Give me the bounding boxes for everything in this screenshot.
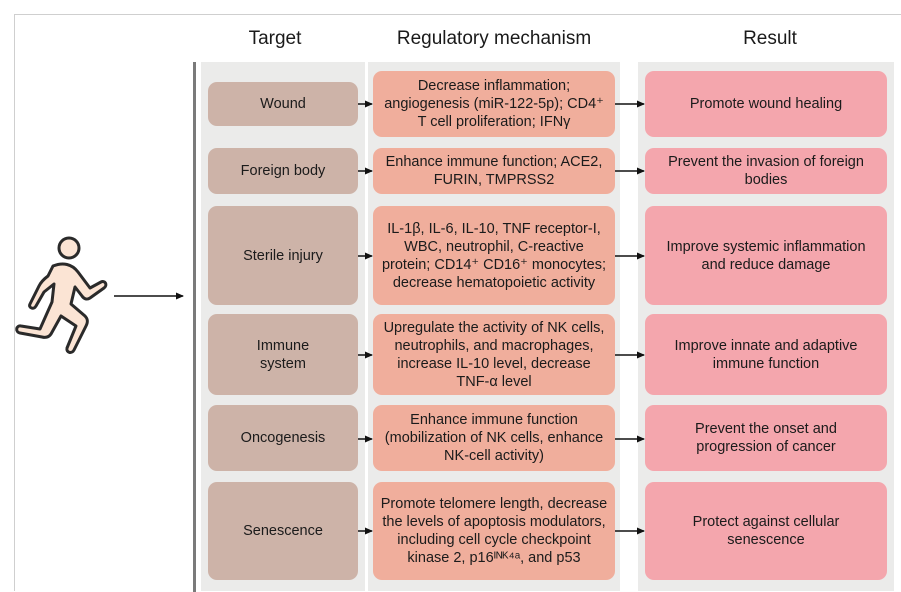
target-label: Senescence xyxy=(243,523,323,539)
mechanism-text: Promote telomere length, decrease the le… xyxy=(380,496,608,566)
mechanism-wound: Decrease inflammation; angiogenesis (miR… xyxy=(373,71,615,137)
result-text: Prevent the invasion of foreign bodies xyxy=(668,154,864,188)
bracket-line xyxy=(193,62,196,592)
result-foreign-body: Prevent the invasion of foreign bodies xyxy=(645,148,887,194)
result-text: Prevent the onset and progression of can… xyxy=(695,421,837,455)
frame-top-border xyxy=(14,14,901,15)
target-senescence: Senescence xyxy=(208,482,358,580)
result-text: Improve innate and adaptive immune funct… xyxy=(674,337,858,372)
target-foreign-body: Foreign body xyxy=(208,148,358,194)
target-wound: Wound xyxy=(208,82,358,126)
mechanism-text: Upregulate the activity of NK cells, neu… xyxy=(383,319,605,390)
target-oncogenesis: Oncogenesis xyxy=(208,405,358,471)
header-result: Result xyxy=(743,28,797,49)
result-text: Promote wound healing xyxy=(689,96,843,112)
result-text: Improve systemic inflammation and reduce… xyxy=(666,238,866,273)
result-senescence: Protect against cellular senescence xyxy=(645,482,887,580)
mechanism-text: Enhance immune function (mobilization of… xyxy=(384,412,604,464)
target-label: Wound xyxy=(260,96,306,112)
mechanism-senescence: Promote telomere length, decrease the le… xyxy=(373,482,615,580)
mechanism-text: IL-1β, IL-6, IL-10, TNF receptor-I, WBC,… xyxy=(381,220,607,291)
target-label: Oncogenesis xyxy=(240,430,326,446)
result-text: Protect against cellular senescence xyxy=(692,514,840,548)
mechanism-text: Decrease inflammation; angiogenesis (miR… xyxy=(384,78,604,130)
result-oncogenesis: Prevent the onset and progression of can… xyxy=(645,405,887,471)
target-sterile-injury: Sterile injury xyxy=(208,206,358,305)
target-label: Sterile injury xyxy=(243,247,323,264)
result-wound: Promote wound healing xyxy=(645,71,887,137)
target-immune-system: Immune system xyxy=(208,314,358,395)
mechanism-immune-system: Upregulate the activity of NK cells, neu… xyxy=(373,314,615,395)
mechanism-sterile-injury: IL-1β, IL-6, IL-10, TNF receptor-I, WBC,… xyxy=(373,206,615,305)
header-target: Target xyxy=(248,28,302,49)
mechanism-foreign-body: Enhance immune function; ACE2, FURIN, TM… xyxy=(373,148,615,194)
header-regulatory-mechanism: Regulatory mechanism xyxy=(396,28,592,49)
target-label: Foreign body xyxy=(240,163,326,179)
result-immune-system: Improve innate and adaptive immune funct… xyxy=(645,314,887,395)
target-label: Immune system xyxy=(256,337,310,372)
frame-left-border xyxy=(14,14,15,591)
result-sterile-injury: Improve systemic inflammation and reduce… xyxy=(645,206,887,305)
mechanism-oncogenesis: Enhance immune function (mobilization of… xyxy=(373,405,615,471)
running-person-icon xyxy=(15,236,108,354)
mechanism-text: Enhance immune function; ACE2, FURIN, TM… xyxy=(385,154,603,188)
